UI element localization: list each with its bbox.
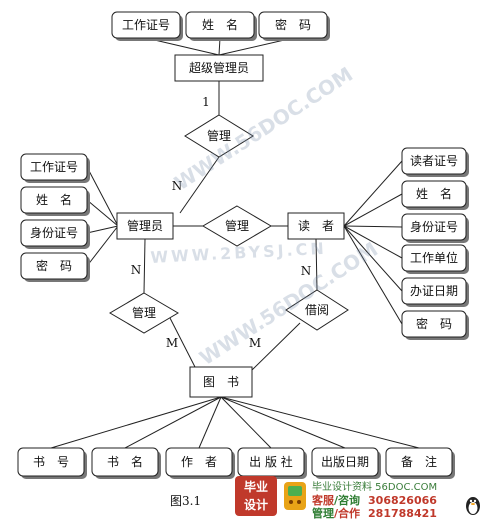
link-reader-attr-0 bbox=[343, 160, 403, 227]
attribute-reader-1-box bbox=[401, 180, 467, 208]
link-admin-manage3 bbox=[143, 238, 146, 294]
attribute-book-4-label: 出版日期 bbox=[321, 455, 369, 469]
attribute-super_admin-0-label: 工作证号 bbox=[122, 18, 170, 32]
contact-row-manage: 管理/合作 281788421 bbox=[312, 505, 437, 521]
relationship-rel_admin_reader-diamond bbox=[202, 205, 272, 247]
attribute-reader-5-label: 密 码 bbox=[416, 316, 452, 331]
attribute-admin-1-box bbox=[20, 186, 88, 214]
attribute-admin-3-box bbox=[20, 252, 88, 280]
link-reader-attr-2 bbox=[343, 225, 403, 228]
manage-number: 281788421 bbox=[368, 507, 437, 520]
attribute-super_admin-2-label: 密 码 bbox=[275, 17, 311, 32]
link-admin-attr-1 bbox=[86, 199, 119, 227]
service-label: 客服 bbox=[312, 494, 334, 507]
attribute-book-5-box bbox=[385, 447, 453, 477]
connector-lines bbox=[50, 37, 420, 449]
attribute-super_admin-1-box bbox=[185, 11, 255, 39]
attribute-book-4-box bbox=[311, 447, 379, 477]
entity-super_admin-label: 超级管理员 bbox=[189, 60, 249, 75]
entity-super_admin-box bbox=[174, 54, 264, 82]
consult-label: /咨询 bbox=[334, 494, 361, 507]
cardinality-label-0: 1 bbox=[202, 95, 210, 109]
link-admin-attr-0 bbox=[86, 166, 119, 227]
badge-text-2: 设计 bbox=[243, 498, 268, 512]
relationship-rel_borrow-diamond bbox=[285, 289, 349, 331]
link-book-attr-5 bbox=[220, 396, 420, 449]
attribute-admin-2-label: 身份证号 bbox=[30, 225, 78, 240]
attribute-reader-2-box bbox=[401, 213, 467, 241]
service-number: 306826066 bbox=[368, 494, 437, 507]
link-book-attr-2 bbox=[198, 396, 222, 449]
cardinality-label-3: N bbox=[301, 264, 312, 278]
cooperate-label: /合作 bbox=[334, 507, 361, 520]
attribute-reader-4-label: 办证日期 bbox=[410, 283, 458, 298]
attribute-book-5-label: 备 注 bbox=[401, 454, 437, 469]
relationship-rel_super_manage-label: 管理 bbox=[207, 128, 231, 143]
site-name: 毕业设计资料 56DOC.COM bbox=[312, 482, 438, 493]
link-book-attr-0 bbox=[50, 396, 222, 449]
badge-text-1: 毕业 bbox=[243, 480, 268, 494]
attribute-super_admin-2-box bbox=[258, 11, 328, 39]
relationship-rel_admin_book-diamond bbox=[109, 292, 179, 334]
attribute-reader-0-box bbox=[401, 147, 467, 175]
relationship-rel_admin_book-label: 管理 bbox=[132, 305, 156, 320]
entity-admin-box bbox=[116, 212, 174, 240]
attribute-book-0-label: 书 号 bbox=[33, 455, 69, 469]
attribute-reader-3-label: 工作单位 bbox=[410, 250, 458, 265]
link-reader-attr-3 bbox=[343, 225, 403, 259]
relationship-rel_borrow-label: 借阅 bbox=[305, 303, 329, 317]
figure-caption: 图3.1 bbox=[170, 494, 202, 508]
link-manage3-book bbox=[169, 317, 196, 368]
link-admin-attr-3 bbox=[86, 225, 119, 267]
link-admin-attr-2 bbox=[86, 225, 119, 234]
manage-label: 管理 bbox=[312, 507, 334, 520]
link-reader-borrow bbox=[315, 238, 318, 291]
entity-admin-label: 管理员 bbox=[127, 218, 163, 233]
entity-reader-label: 读 者 bbox=[298, 219, 334, 233]
link-reader-attr-4 bbox=[343, 225, 403, 292]
attribute-book-3-label: 出 版 社 bbox=[249, 454, 293, 469]
attribute-book-2-box bbox=[165, 447, 233, 477]
link-book-attr-1 bbox=[124, 396, 222, 449]
attribute-admin-2-box bbox=[20, 219, 88, 247]
link-manage-admin bbox=[179, 156, 220, 214]
attribute-book-2-label: 作 者 bbox=[181, 455, 217, 469]
cardinality-label-5: M bbox=[249, 336, 261, 350]
link-book-attr-4 bbox=[220, 396, 346, 449]
attribute-admin-0-label: 工作证号 bbox=[30, 160, 78, 174]
attribute-book-1-label: 书 名 bbox=[107, 454, 143, 469]
attribute-reader-3-box bbox=[401, 244, 467, 272]
site-logo-badge: 毕业 设计 bbox=[235, 476, 277, 516]
attribute-book-1-box bbox=[91, 447, 159, 477]
attribute-book-0-box bbox=[17, 447, 85, 477]
attribute-reader-2-label: 身份证号 bbox=[410, 219, 458, 234]
attribute-admin-3-label: 密 码 bbox=[36, 258, 72, 273]
diagram-shapes: 超级管理员管理员读 者图 书管理管理管理借阅工作证号姓 名密 码工作证号姓 名身… bbox=[17, 11, 469, 479]
entity-book-box bbox=[189, 366, 253, 398]
cardinality-label-4: M bbox=[166, 336, 178, 350]
attribute-reader-1-label: 姓 名 bbox=[416, 186, 452, 201]
attribute-reader-5-box bbox=[401, 310, 467, 338]
attribute-super_admin-0-box bbox=[111, 11, 181, 39]
qq-penguin-icon bbox=[466, 497, 480, 515]
relationship-rel_super_manage-diamond bbox=[184, 114, 254, 158]
attribute-reader-4-box bbox=[401, 277, 467, 305]
cardinality-label-1: N bbox=[172, 179, 183, 193]
attribute-admin-0-box bbox=[20, 153, 88, 181]
link-reader-attr-1 bbox=[343, 193, 403, 227]
attribute-admin-1-label: 姓 名 bbox=[36, 192, 72, 207]
link-borrow-book bbox=[251, 322, 301, 371]
entity-reader-box bbox=[287, 212, 345, 240]
attribute-super_admin-1-label: 姓 名 bbox=[202, 17, 238, 32]
relationship-rel_admin_reader-label: 管理 bbox=[225, 218, 249, 233]
entity-book-label: 图 书 bbox=[203, 375, 239, 389]
contact-row-service: 客服/咨询 306826066 bbox=[312, 492, 437, 508]
link-reader-attr-5 bbox=[343, 225, 403, 325]
link-book-attr-3 bbox=[220, 396, 272, 449]
cardinality-label-2: N bbox=[131, 263, 142, 277]
attribute-reader-0-label: 读者证号 bbox=[410, 154, 458, 168]
mascot-icon bbox=[284, 482, 306, 510]
